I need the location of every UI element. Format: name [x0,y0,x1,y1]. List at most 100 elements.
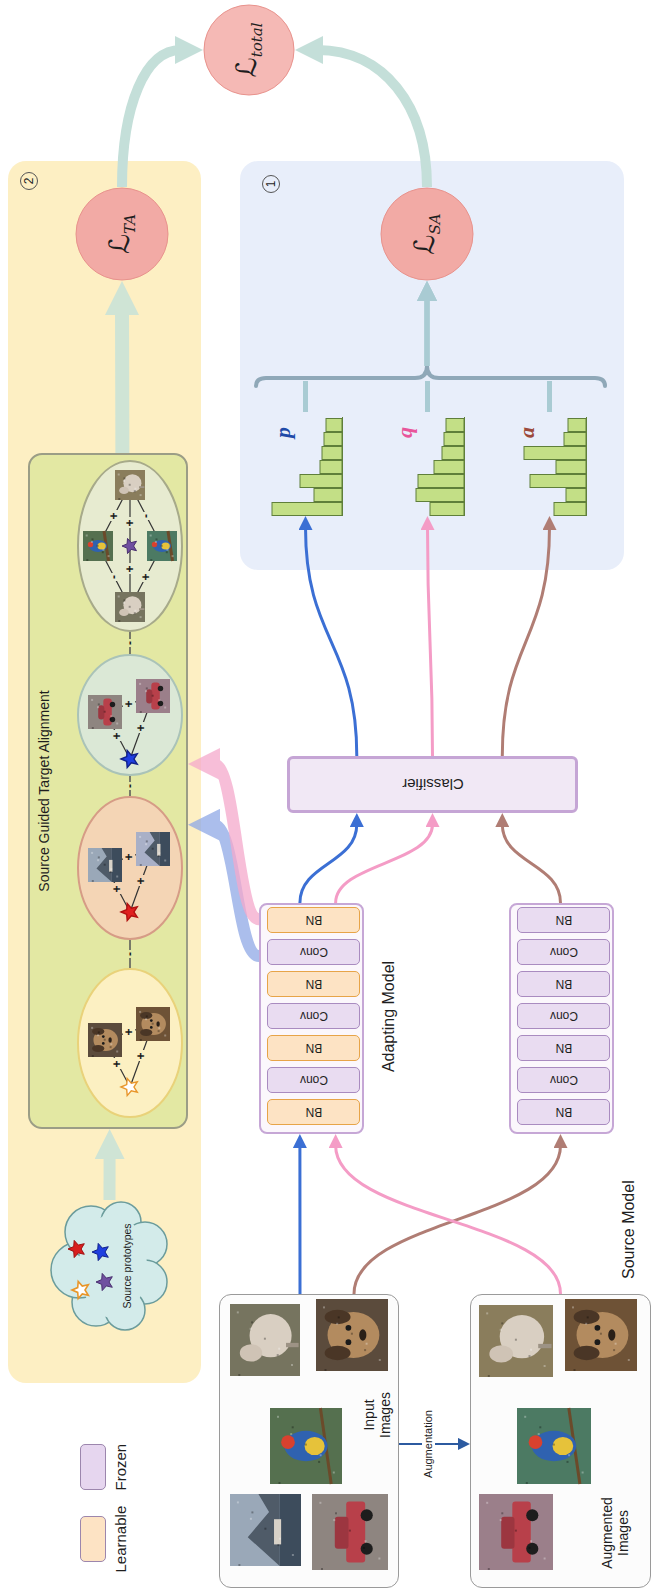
photo-thumbnail [312,1494,388,1570]
prototype-star [72,1281,88,1298]
layer-box: BN [517,1099,610,1125]
panel-fills [8,161,624,1383]
alignment-title: Source Guided Target Alignment [36,455,52,1127]
layer-label: BN [555,914,572,926]
distribution-histogram: p [268,412,343,516]
loss-letter: ℒ [230,57,263,77]
model-heading: Source Model [620,1180,638,1279]
layer-box: Conv [517,1067,610,1093]
layer-box: Conv [267,939,360,965]
image-group-box: Input Images [219,1294,399,1588]
layer-label: BN [555,978,572,990]
layer-label: BN [555,1042,572,1054]
cluster-ellipse [78,655,182,775]
image-group-box: Augmented Images [470,1294,651,1588]
photo-thumbnail [115,592,145,622]
prototype-star [68,1240,84,1257]
connector-arrow [306,527,357,756]
loss-circle: ℒSA [380,187,474,281]
loss-subscript: TA [121,214,139,234]
cloud-shape [51,1200,168,1332]
connector-arrow [115,308,129,453]
sign-label: + [124,563,136,574]
cloud-label: Source prototypes [121,1200,133,1332]
photo-thumbnail [565,1299,637,1371]
photo-thumbnail [136,1007,170,1041]
layer-label: Conv [549,946,577,958]
photo-thumbnail [270,1408,342,1484]
sign-label: + [111,730,123,741]
sign-label: + [135,875,147,886]
photo-thumbnail [136,679,170,713]
sign-label: + [135,722,147,733]
connector-arrow [336,1145,561,1294]
photo-thumbnail [115,470,145,500]
loss-symbol: ℒtotal [233,4,265,96]
layer-label: Conv [299,1074,327,1086]
connector-arrow [300,824,357,903]
layer-label: BN [555,1106,572,1118]
connector-arrow [214,764,259,919]
sign-label: + [123,1026,135,1037]
layer-box: BN [517,1035,610,1061]
legend-label: Frozen [112,1444,129,1491]
connector-arrow [502,527,549,756]
connector-arrow [336,824,433,903]
layer-label: BN [305,1106,322,1118]
sign-label: + [111,883,123,894]
edge-label: Augmentation [422,1407,435,1481]
layer-box: BN [267,1035,360,1061]
connector-arrow [104,1153,116,1200]
sign-label: + [140,571,152,582]
alignment-illustration [30,455,186,1127]
photo-thumbnail [230,1494,301,1566]
prototype-star [92,1243,108,1260]
sign-label: + [108,510,120,521]
distribution-letter: a [514,427,539,438]
connector-arrow [298,1145,301,1294]
connector-arrow [354,1145,561,1294]
prototype-star [121,1078,137,1095]
distribution-letter: p [270,427,295,438]
photo-thumbnail [479,1494,553,1570]
loss-symbol: ℒSA [411,187,443,281]
loss-circle: ℒTA [75,187,169,281]
layer-label: BN [305,1042,322,1054]
classifier-box: Classifier [287,756,578,813]
legend-swatch [80,1516,106,1562]
cluster-ellipse [78,797,182,939]
legend-swatch [80,1444,106,1490]
loss-circle: ℒtotal [203,4,295,96]
section-panel: 1pqaℒSA [240,161,624,570]
sign-label: + [135,1050,147,1061]
loss-subscript: SA [426,213,444,234]
layer-label: Conv [549,1074,577,1086]
sign-label: - [108,573,120,581]
loss-letter: ℒ [103,234,136,254]
prototype-star [121,903,137,920]
loss-letter: ℒ [408,234,441,254]
prototype-cloud: Source prototypes [51,1200,168,1332]
photo-thumbnail [88,1023,122,1057]
photo-thumbnail [88,695,122,729]
layer-box: BN [267,971,360,997]
sign-label: - [124,950,136,958]
connector-arrow [317,50,427,187]
layer-box: BN [517,907,610,933]
layer-box: BN [267,907,360,933]
layer-box: BN [267,1099,360,1125]
panel-fill [8,161,201,1383]
photo-thumbnail [136,832,170,866]
distribution-histogram: q [390,412,465,516]
photo-thumbnail [88,848,122,882]
box-label: Augmented Images [599,1491,631,1575]
curly-brace [256,366,605,386]
connector-arrow [427,297,550,412]
layer-label: Conv [549,1010,577,1022]
model-heading: Adapting Model [380,901,398,1132]
layer-box: BN [517,971,610,997]
classifier-label: Classifier [402,777,464,792]
sign-label: + [123,698,135,709]
photo-collage [220,1295,398,1587]
